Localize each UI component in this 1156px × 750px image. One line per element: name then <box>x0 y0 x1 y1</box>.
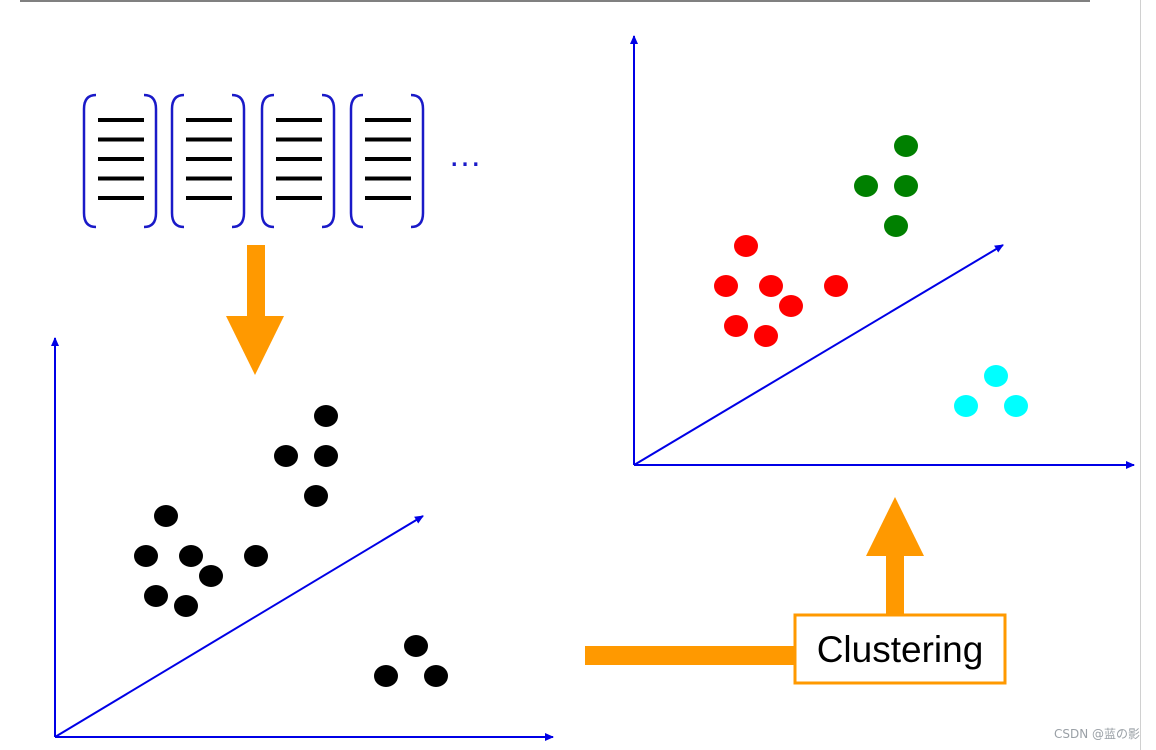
clustered-point <box>754 325 778 347</box>
down-arrow <box>226 245 284 375</box>
clustered-point <box>854 175 878 197</box>
data-point <box>314 405 338 427</box>
right-bracket <box>410 93 425 229</box>
clustered-point <box>954 395 978 417</box>
left-bracket <box>82 93 97 229</box>
clustered-point <box>984 365 1008 387</box>
documents-ellipsis: … <box>448 136 482 174</box>
clustered-point <box>894 175 918 197</box>
data-point <box>424 665 448 687</box>
clustering-box: Clustering <box>793 613 1007 685</box>
right-plot-axes <box>630 35 1135 469</box>
clustering-flow-arrow <box>585 497 924 665</box>
data-point <box>304 485 328 507</box>
cluster-cyan-group <box>954 365 1028 417</box>
data-point <box>179 545 203 567</box>
data-point <box>404 635 428 657</box>
horizontal-arrow-shaft <box>585 646 797 665</box>
page-right-border <box>1140 0 1141 750</box>
left-plot-points <box>134 405 448 687</box>
document-vector <box>349 93 425 229</box>
document-vector <box>260 93 336 229</box>
clustered-point <box>1004 395 1028 417</box>
watermark: CSDN @蓝の影 <box>1053 727 1140 741</box>
document-vector <box>82 93 158 229</box>
data-point <box>199 565 223 587</box>
left-bracket <box>260 93 275 229</box>
left-plot-axes <box>51 337 554 741</box>
right-bracket <box>143 93 158 229</box>
data-point <box>244 545 268 567</box>
right-bracket <box>321 93 336 229</box>
clustered-point <box>714 275 738 297</box>
right-bracket <box>231 93 246 229</box>
vertical-arrow-shaft <box>886 553 904 615</box>
data-point <box>144 585 168 607</box>
data-point <box>274 445 298 467</box>
clustered-point <box>724 315 748 337</box>
document-vector <box>170 93 246 229</box>
clustered-point <box>894 135 918 157</box>
up-arrow-head <box>866 497 924 556</box>
data-point <box>134 545 158 567</box>
data-point <box>154 505 178 527</box>
right-plot-points <box>714 135 1028 417</box>
data-point <box>314 445 338 467</box>
cluster-red-group <box>714 235 848 347</box>
cluster-green-group <box>854 135 918 237</box>
data-point <box>174 595 198 617</box>
clustered-point <box>734 235 758 257</box>
clustered-point <box>884 215 908 237</box>
clustered-point <box>824 275 848 297</box>
clustering-label: Clustering <box>817 629 984 670</box>
left-bracket <box>349 93 364 229</box>
clustered-point <box>779 295 803 317</box>
right-z-axis <box>633 244 1004 466</box>
clustered-point <box>759 275 783 297</box>
data-point <box>374 665 398 687</box>
left-bracket <box>170 93 185 229</box>
left-z-axis <box>54 515 424 738</box>
document-vectors <box>82 93 425 229</box>
